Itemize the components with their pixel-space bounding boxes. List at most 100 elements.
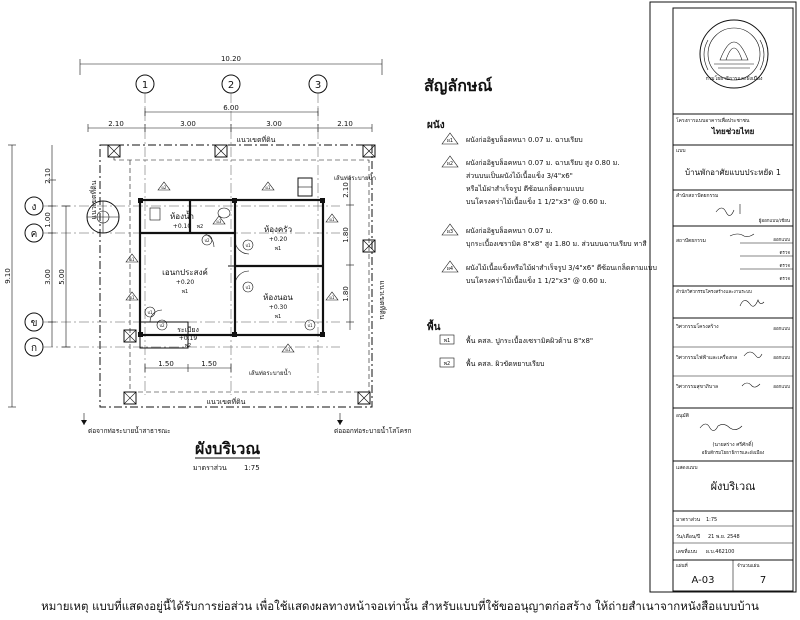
wall-desc: ผนังก่ออิฐบล็อคหนา 0.07 ม. [466,226,553,235]
grid-col-3: 3 [315,80,321,91]
room-kitchen: ห้องครัว +0.20 พ1 [264,225,292,252]
eng-row-2: วิศวกรรมไฟฟ้าและเครื่องกล ออกแบบ [676,351,790,361]
grid-row-2: ค [31,229,38,240]
wall-tag: ผ1 [130,295,135,300]
plan-scale-label: มาตราส่วน [193,464,227,472]
scale-value: 1:75 [706,517,717,523]
dim-overall-depth: 9.10 [4,268,12,284]
designer-label: สำนักสถาปัตยกรรม [676,193,718,199]
plan-scale-value: 1:75 [244,464,260,472]
room-bedroom: ห้องนอน +0.30 พ1 [263,293,293,320]
legend-floor-2: พ2 พื้น คสล. ผิวขัดหยาบเรียบ [439,357,544,368]
wall-tag: ผ1 [130,257,135,262]
room-name: ห้องนอน [263,293,293,302]
engineer-role-1: ออกแบบ [773,238,790,243]
legend-floors-heading: พื้น [427,319,441,333]
room-name: เอนกประสงค์ [162,267,208,277]
eng-row-role: ออกแบบ [773,356,790,361]
legend-wall-1: ผ1 ผนังก่ออิฐบล็อคหนา 0.07 ม. ฉาบเรียบ [441,132,583,145]
dim-inner-width: 6.00 [223,104,239,112]
eng-row-3: วิศวกรรมสุขาภิบาล ออกแบบ [676,382,790,390]
legend-wall-2: ผ2 ผนังก่ออิฐบล็อคหนา 0.07 ม. ฉาบเรียบ ส… [441,155,620,206]
sheet-no-label: แผ่นที่ [676,562,688,569]
struct-label: สำนักวิศวกรรมโครงสร้างและงานระบบ [676,288,752,295]
seal-text: กรมโยธาธิการและผังเมือง [706,75,763,82]
room-level: +0.10 [173,223,192,230]
department-seal-icon: กรมโยธาธิการและผังเมือง [699,19,769,89]
dim-top-1: 2.10 [108,120,124,128]
door-tags: ป2 ป1 ป1 ป2 ป1 ป1 [144,234,316,331]
date-label: วัน/เดือน/ปี [676,533,700,540]
dim-top-4: 2.10 [337,120,353,128]
legend: สัญลักษณ์ ผนัง ผ1 ผนังก่ออิฐบล็อคหนา 0.0… [424,76,657,368]
wall-desc: ส่วนบนเป็นผนังไม้เนื้อแข็ง 3/4"x6" [466,169,573,180]
dim-left-2: 1.00 [44,212,52,228]
dim-bottom-1: 1.50 [158,360,174,368]
drain-bottom-label: เส้นท่อระบายน้ำ [249,367,291,377]
room-terrace: ระเบียง +0.19 พ2 [177,326,199,349]
eng-row-1: วิศวกรรมโครงสร้าง ออกแบบ [676,323,790,332]
eng-row-label: วิศวกรรมไฟฟ้าและเครื่องกล [676,354,737,361]
wall-desc: ผนังก่ออิฐบล็อคหนา 0.07 ม. ฉาบเรียบ สูง … [466,158,620,167]
door-tag: ป2 [159,323,165,328]
eng-row-role: ออกแบบ [773,327,790,332]
floor-tag: พ1 [444,338,450,344]
floor-tag: พ2 [444,361,450,367]
legend-wall-3: ผ3 ผนังก่ออิฐบล็อคหนา 0.07 ม. บุกระเบื้อ… [441,223,647,248]
footer-note: หมายเหตุ แบบที่แสดงอยู่นี้ได้รับการย่อส่… [41,599,759,613]
room-floor-tag: พ1 [182,289,188,295]
title-block: กรมโยธาธิการและผังเมือง โครงการแบบอาคารเ… [672,7,794,592]
connect-septic: ต่อออกท่อระบายน้ำโสโครก [334,426,412,435]
legend-walls-heading: ผนัง [427,119,445,131]
room-floor-tag: พ2 [197,224,203,230]
wall-tag: ผ1 [330,295,335,300]
legend-wall-4: ผ4 ผนังไม้เนื้อแข็งหรือไม้ฝาสำเร็จรูป 3/… [441,260,657,285]
eng-row-label: วิศวกรรมโครงสร้าง [676,323,719,330]
door-tag: ป1 [307,323,313,328]
eng-row-role: ออกแบบ [773,385,790,390]
drawing-label: แบบ [676,148,686,154]
room-name: ระเบียง [177,326,199,334]
wall-tag: ผ2 [162,185,167,190]
wall-desc: บนโครงคร่าไม้เนื้อแข็ง 1 1/2"x3" @ 0.60 … [466,195,607,206]
dim-left-4: 5.00 [58,269,66,285]
dim-bottom-2: 1.50 [201,360,217,368]
room-level: +0.20 [176,279,195,286]
drawing-name: บ้านพักอาศัยแบบประหยัด 1 [685,168,781,177]
wall-desc: ผนังก่ออิฐบล็อคหนา 0.07 ม. ฉาบเรียบ [466,135,583,144]
room-bathroom: ห้องน้ำ +0.10 พ2 [170,210,203,230]
door-tag: ป1 [245,243,251,248]
number-value: ผ.บ.462100 [706,549,734,555]
grid-row-3: ข [31,318,38,329]
wall-tag: ผ1 [330,217,335,222]
boundary-left-label: แนวเขตที่ดิน [89,180,98,219]
eng-row-label: วิศวกรรมสุขาภิบาล [676,383,718,390]
room-level: +0.30 [269,304,288,311]
wall-tag: ผ3 [447,229,453,235]
drain-top-label: เส้นท่อระบายน้ำ [334,172,376,182]
sheet-number: A-03 [692,575,715,586]
door-tag: ป1 [245,285,251,290]
dim-top-2: 3.00 [180,120,196,128]
sheet-count-label: จำนวนแผ่น [737,562,759,569]
room-name: ห้องน้ำ [170,210,194,221]
approver-title: อธิบดีกรมโยธาธิการและผังเมือง [702,449,764,456]
boundary-right-label: แนวเขตที่ดิน [378,281,387,320]
grid-col-2: 2 [228,80,234,91]
wall-desc: ผนังไม้เนื้อแข็งหรือไม้ฝาสำเร็จรูป 3/4"x… [466,261,657,272]
dim-left-3: 3.00 [44,269,52,285]
wall-tag: ผ1 [447,138,453,144]
sheet-count: 7 [760,575,766,586]
connect-public: ต่อจากท่อระบายน้ำสาธารณะ [88,426,171,435]
engineer-label: สถาปัตยกรรม [676,238,706,244]
door-tag: ป2 [204,238,210,243]
room-level: +0.20 [269,236,288,243]
wall-tags: ผ2 ผ3 ผ1 ผ1 ผ1 ผ1 ผ1 ผ1 [125,181,339,353]
approver-name: (นายสร่าง ศรีศักดิ์) [713,440,754,448]
designer-role: ผู้ออกแบบ/เขียน [759,218,790,224]
dim-top-3: 3.00 [266,120,282,128]
sheet-label: แสดงแบบ [676,465,698,471]
site-plan: 10.20 1 2 3 6.00 2.10 3.00 3.00 2.10 แนว… [4,55,412,472]
dim-right-3: 1.80 [342,286,350,302]
